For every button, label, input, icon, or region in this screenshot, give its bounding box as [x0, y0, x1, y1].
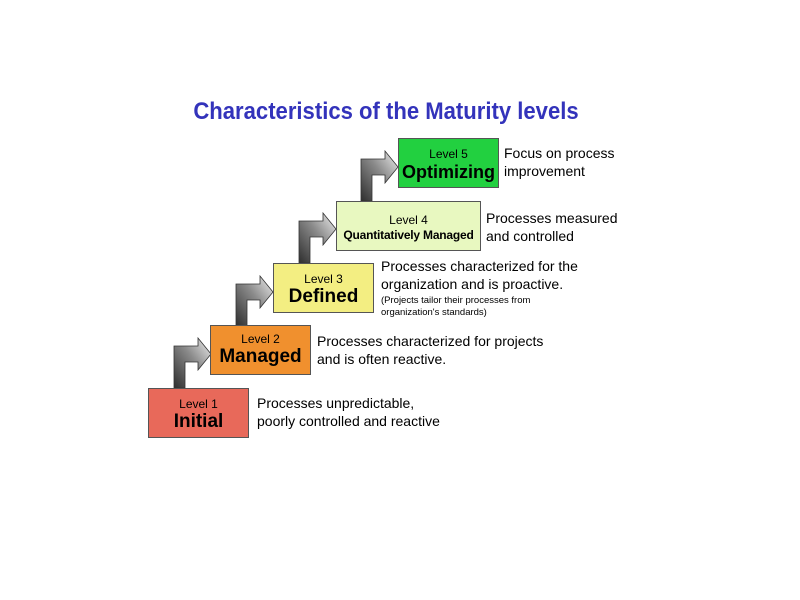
- level-4-description: Processes measured and controlled: [486, 210, 618, 245]
- level-3-description-line: Processes characterized for the: [381, 258, 578, 274]
- level-2-name: Managed: [219, 346, 302, 367]
- level-4-box: Level 4 Quantitatively Managed: [336, 201, 481, 251]
- level-5-description: Focus on process improvement: [504, 145, 615, 180]
- level-5-box: Level 5 Optimizing: [398, 138, 499, 188]
- level-4-description-line: and controlled: [486, 227, 574, 244]
- level-4-number: Level 4: [389, 213, 428, 227]
- level-1-number: Level 1: [179, 397, 218, 411]
- level-3-description-line: organization and is proactive.: [381, 275, 564, 292]
- level-1-description: Processes unpredictable, poorly controll…: [257, 395, 440, 430]
- level-3-number: Level 3: [304, 272, 343, 286]
- level-1-description-line: Processes unpredictable,: [257, 395, 415, 411]
- level-3-box: Level 3 Defined: [273, 263, 374, 313]
- level-4-name: Quantitatively Managed: [343, 228, 474, 242]
- level-3-description: Processes characterized for the organiza…: [381, 258, 578, 319]
- level-2-description-line: and is often reactive.: [317, 350, 447, 367]
- level-1-description-line: poorly controlled and reactive: [257, 412, 440, 429]
- level-4-description-line: Processes measured: [486, 210, 618, 226]
- level-3-note-line: (Projects tailor their processes from: [381, 295, 531, 306]
- level-3-name: Defined: [288, 286, 359, 307]
- level-2-box: Level 2 Managed: [210, 325, 311, 375]
- level-3-note-line: organization's standards): [381, 307, 487, 318]
- level-1-box: Level 1 Initial: [148, 388, 249, 438]
- level-5-description-line: Focus on process: [504, 145, 615, 161]
- level-2-description-line: Processes characterized for projects: [317, 333, 544, 349]
- level-2-description: Processes characterized for projects and…: [317, 333, 543, 368]
- level-5-name: Optimizing: [402, 162, 495, 182]
- level-5-number: Level 5: [429, 147, 468, 161]
- step-arrow-4-icon: [360, 149, 399, 202]
- diagram-title: Characteristics of the Maturity levels: [193, 98, 579, 125]
- step-arrow-1-icon: [173, 336, 212, 389]
- step-arrow-2-icon: [235, 274, 274, 327]
- step-arrow-3-icon: [298, 211, 337, 264]
- level-5-description-line: improvement: [504, 162, 585, 179]
- level-2-number: Level 2: [241, 332, 280, 346]
- level-1-name: Initial: [173, 411, 224, 432]
